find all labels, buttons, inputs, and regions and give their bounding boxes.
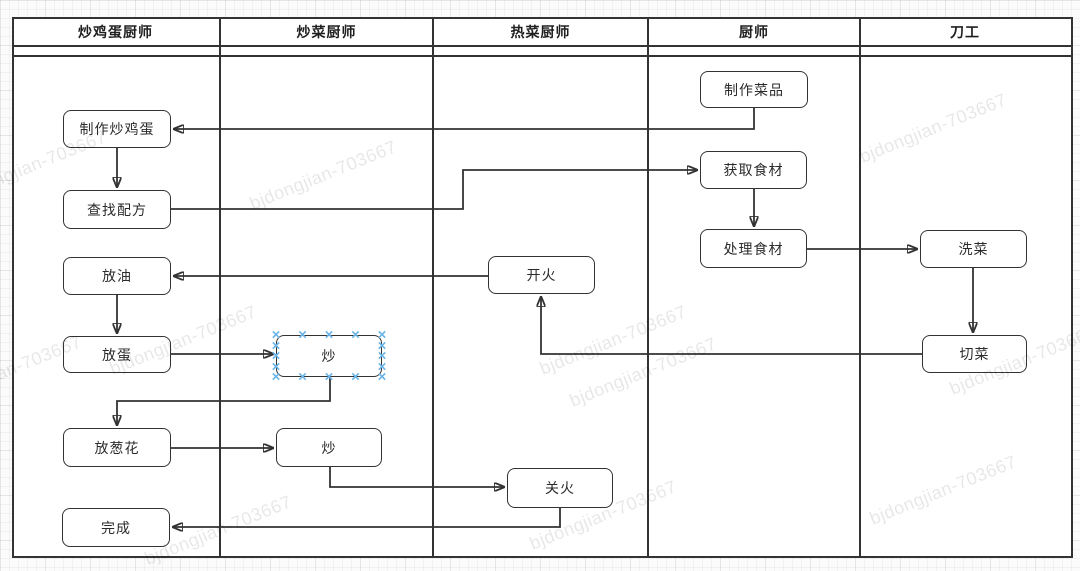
connection-point-x[interactable]: × — [377, 337, 387, 354]
node-wash[interactable]: 洗菜 — [920, 230, 1027, 268]
header-divider — [12, 45, 1073, 47]
connection-point-x[interactable]: × — [377, 358, 387, 375]
connection-point-x[interactable]: × — [351, 368, 360, 386]
connector-fire-off-to-done[interactable] — [173, 508, 561, 527]
lane-title-hotdish-chef[interactable]: 热菜厨师 — [510, 24, 571, 40]
connector-find-recipe-to-get-ingredients[interactable] — [171, 170, 697, 210]
connection-point-x[interactable]: × — [271, 337, 281, 354]
node-done[interactable]: 完成 — [62, 508, 170, 547]
connector-stir2-to-fire-off[interactable] — [329, 467, 504, 487]
node-cut[interactable]: 切菜 — [922, 335, 1027, 373]
lane-divider — [432, 17, 434, 558]
node-get-ingredients[interactable]: 获取食材 — [700, 151, 807, 189]
lane-divider — [859, 17, 861, 558]
connection-point-x[interactable]: × — [377, 326, 387, 344]
lane-title-egg-chef[interactable]: 炒鸡蛋厨师 — [78, 24, 153, 40]
node-make-dish[interactable]: 制作菜品 — [700, 71, 808, 108]
node-stir1-selected[interactable]: 炒 — [276, 335, 382, 377]
node-add-egg[interactable]: 放蛋 — [63, 336, 171, 373]
connector-stir1-to-add-scallion[interactable] — [117, 377, 331, 425]
connection-point-x[interactable]: × — [298, 326, 307, 344]
node-find-recipe[interactable]: 查找配方 — [63, 190, 171, 229]
connection-point-x[interactable]: × — [298, 368, 307, 386]
node-stir2[interactable]: 炒 — [276, 428, 382, 467]
lane-title-stirfry-chef[interactable]: 炒菜厨师 — [296, 24, 357, 40]
node-fire-off[interactable]: 关火 — [507, 468, 613, 508]
node-make-eggs[interactable]: 制作炒鸡蛋 — [63, 110, 171, 148]
connection-point-x[interactable]: × — [324, 326, 334, 344]
lane-title-chef[interactable]: 厨师 — [739, 24, 769, 40]
node-process-ingredients[interactable]: 处理食材 — [700, 229, 807, 268]
connection-point-x[interactable]: × — [324, 368, 334, 386]
node-add-oil[interactable]: 放油 — [63, 257, 171, 295]
connector-cut-to-fire-on[interactable] — [541, 297, 922, 355]
node-add-scallion[interactable]: 放葱花 — [63, 428, 171, 467]
connector-make-dish-to-make-eggs[interactable] — [174, 108, 755, 129]
header-sub-divider — [12, 55, 1073, 57]
connection-point-x[interactable]: × — [271, 326, 281, 344]
connection-point-x[interactable]: × — [271, 358, 281, 375]
connection-point-x[interactable]: × — [271, 368, 281, 386]
lane-divider — [647, 17, 649, 558]
lane-title-knife-work[interactable]: 刀工 — [950, 24, 980, 40]
connection-point-x[interactable]: × — [271, 347, 281, 365]
connection-point-x[interactable]: × — [377, 368, 387, 386]
lane-divider — [219, 17, 221, 558]
connection-point-x[interactable]: × — [351, 326, 360, 344]
connection-point-x[interactable]: × — [377, 347, 387, 365]
node-fire-on[interactable]: 开火 — [488, 256, 595, 294]
